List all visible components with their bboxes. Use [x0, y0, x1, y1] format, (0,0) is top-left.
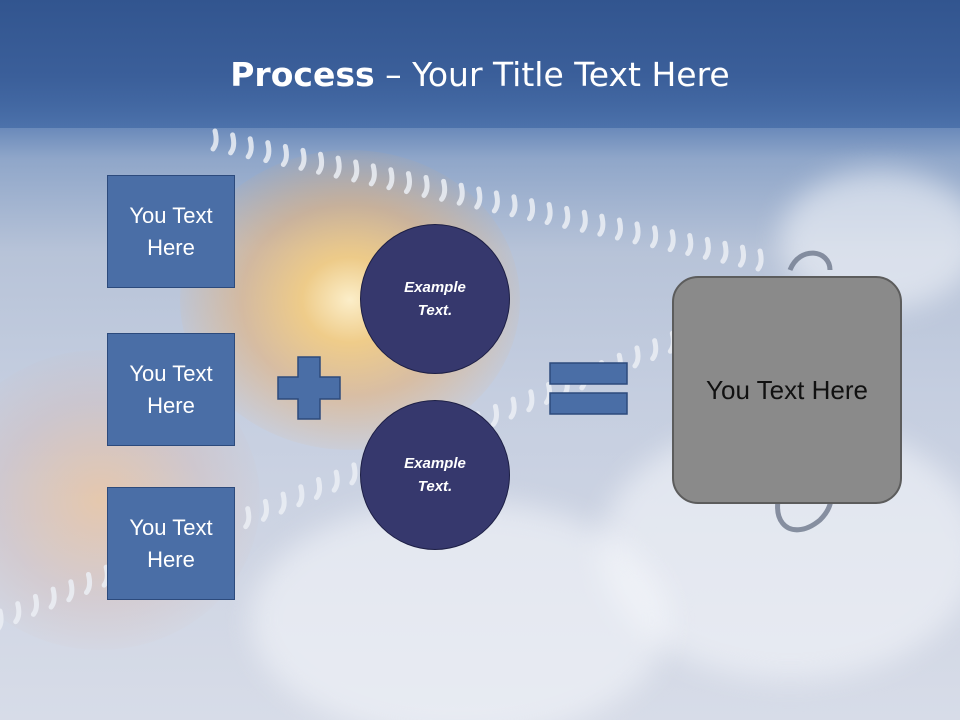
zipper-tooth	[280, 143, 289, 167]
slide-title: Process – Your Title Text Here	[0, 52, 960, 98]
zipper-tooth	[421, 174, 430, 198]
title-band	[0, 0, 960, 128]
zipper-tooth	[0, 608, 4, 631]
zipper-tooth	[48, 586, 57, 610]
zipper-tooth	[702, 236, 711, 260]
equals-icon	[549, 362, 628, 415]
zipper-tooth	[351, 159, 360, 183]
zipper-tooth	[737, 244, 747, 268]
zipper-tooth	[331, 469, 340, 493]
zipper-tooth	[245, 136, 254, 160]
zipper-tooth	[30, 593, 40, 617]
zipper-tooth	[228, 132, 237, 156]
zipper-tooth	[296, 484, 305, 508]
zipper-tooth	[243, 506, 252, 530]
zipper-tooth	[315, 151, 325, 175]
zipper-tooth	[260, 498, 270, 522]
zipper-tooth	[526, 389, 535, 413]
zipper-tooth	[83, 571, 93, 595]
zipper-tooth	[439, 178, 448, 202]
zipper-tooth	[597, 213, 606, 237]
zipper-tooth	[650, 338, 659, 362]
zipper-tooth	[508, 396, 517, 420]
zipper-tooth	[13, 601, 22, 625]
example-circle-2[interactable]: Example Text.	[360, 400, 510, 550]
input-box-1[interactable]: You Text Here	[107, 175, 235, 288]
input-box-3[interactable]: You Text Here	[107, 487, 235, 600]
zipper-tooth	[650, 225, 659, 249]
zipper-tooth	[614, 217, 623, 241]
zipper-tooth	[490, 403, 500, 427]
zipper-tooth	[66, 579, 75, 603]
zipper-tooth	[368, 163, 377, 187]
zipper-tooth	[667, 229, 676, 253]
example-circle-1[interactable]: Example Text.	[360, 224, 510, 374]
zipper-tooth	[333, 155, 342, 179]
zipper-tooth	[298, 147, 307, 171]
zipper-tooth	[579, 209, 588, 233]
input-box-2[interactable]: You Text Here	[107, 333, 235, 446]
zipper-tooth	[544, 202, 553, 226]
zipper-tooth	[210, 128, 219, 152]
zipper-tooth	[685, 233, 694, 257]
zipper-tooth	[720, 240, 729, 264]
plus-icon	[277, 356, 341, 420]
zipper-tooth	[349, 462, 358, 486]
title-bold: Process	[230, 55, 375, 94]
zipper-tooth	[278, 491, 287, 515]
zipper-tooth	[632, 345, 641, 369]
zipper-tooth	[474, 186, 483, 210]
zipper-tooth	[386, 167, 395, 191]
result-box[interactable]: You Text Here	[672, 276, 902, 504]
zipper-tooth	[562, 205, 571, 229]
zipper-tooth	[632, 221, 641, 245]
zipper-tooth	[755, 248, 764, 272]
zipper-tooth	[313, 476, 323, 500]
zipper-tooth	[491, 190, 500, 214]
title-rest: – Your Title Text Here	[374, 55, 730, 94]
zipper-tooth	[263, 140, 272, 164]
zipper-tooth	[509, 194, 518, 218]
zipper-tooth	[403, 171, 413, 195]
zipper-tooth	[456, 182, 465, 206]
zipper-tooth	[526, 198, 536, 222]
